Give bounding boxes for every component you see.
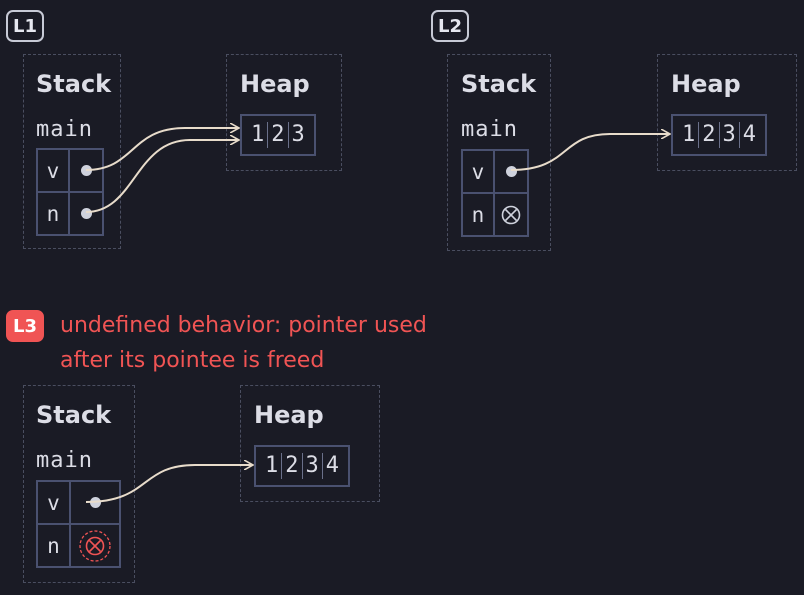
- heap-frame-l2: [657, 54, 797, 171]
- arrow-v-to-heap-l1: [85, 128, 238, 171]
- heap-cell: 4: [321, 453, 342, 479]
- variables-l2: v n: [461, 149, 529, 237]
- var-n-l3: n: [38, 523, 71, 566]
- heap-cell: 2: [267, 122, 287, 148]
- heap-cell: 3: [287, 122, 308, 148]
- heap-cell: 1: [265, 453, 279, 478]
- heap-frame-l1: [226, 54, 342, 171]
- heap-title-l3: Heap: [254, 401, 324, 429]
- label-l1: L1: [6, 10, 44, 42]
- heap-cell: 1: [682, 122, 696, 147]
- heap-title-l2: Heap: [671, 70, 741, 98]
- error-line-2: after its pointee is freed: [60, 348, 325, 373]
- label-l3: L3: [6, 310, 44, 342]
- arrow-v-to-heap-l3: [85, 465, 252, 503]
- arrow-n-to-heap-l1: [85, 140, 238, 213]
- pointer-v-l2: [495, 151, 527, 192]
- var-n-l2: n: [463, 192, 495, 235]
- heap-cell: 1: [251, 122, 265, 147]
- heap-array-l3: 1 2 3 4: [254, 445, 350, 487]
- var-v-l3: v: [38, 482, 71, 523]
- heap-cell: 2: [698, 122, 718, 148]
- variables-l3: v n: [36, 480, 121, 568]
- var-n-l1: n: [38, 191, 70, 234]
- pointer-dot: [505, 166, 517, 177]
- heap-cell: 4: [738, 122, 759, 148]
- heap-frame-l3: [240, 385, 380, 502]
- label-l2: L2: [431, 10, 469, 42]
- var-v-l2: v: [463, 151, 495, 192]
- heap-array-l1: 1 2 3: [240, 114, 316, 156]
- frame-name-l3: main: [36, 448, 93, 473]
- pointer-dot: [80, 208, 92, 219]
- stack-frame-l1: [23, 54, 121, 249]
- heap-cell: 2: [281, 453, 301, 479]
- stack-title-l2: Stack: [461, 70, 537, 98]
- heap-cell: 3: [301, 453, 322, 479]
- error-message: undefined behavior: pointer used after i…: [60, 308, 490, 378]
- null-pointer-n-l2: [495, 192, 527, 235]
- stack-title-l1: Stack: [36, 70, 112, 98]
- arrow-v-to-heap-l2: [510, 134, 669, 171]
- pointer-n-l1: [70, 191, 102, 234]
- error-line-1: undefined behavior: pointer used: [60, 313, 427, 338]
- invalid-pointer-n-l3: [71, 523, 119, 566]
- null-pointer-icon: [501, 205, 521, 224]
- stack-frame-l2: [447, 54, 551, 251]
- frame-name-l2: main: [461, 117, 518, 142]
- var-v-l1: v: [38, 150, 70, 191]
- heap-title-l1: Heap: [240, 70, 310, 98]
- stack-title-l3: Stack: [36, 401, 112, 429]
- heap-array-l2: 1 2 3 4: [671, 114, 767, 156]
- heap-cell: 3: [718, 122, 739, 148]
- stack-frame-l3: [23, 385, 135, 583]
- frame-name-l1: main: [36, 117, 93, 142]
